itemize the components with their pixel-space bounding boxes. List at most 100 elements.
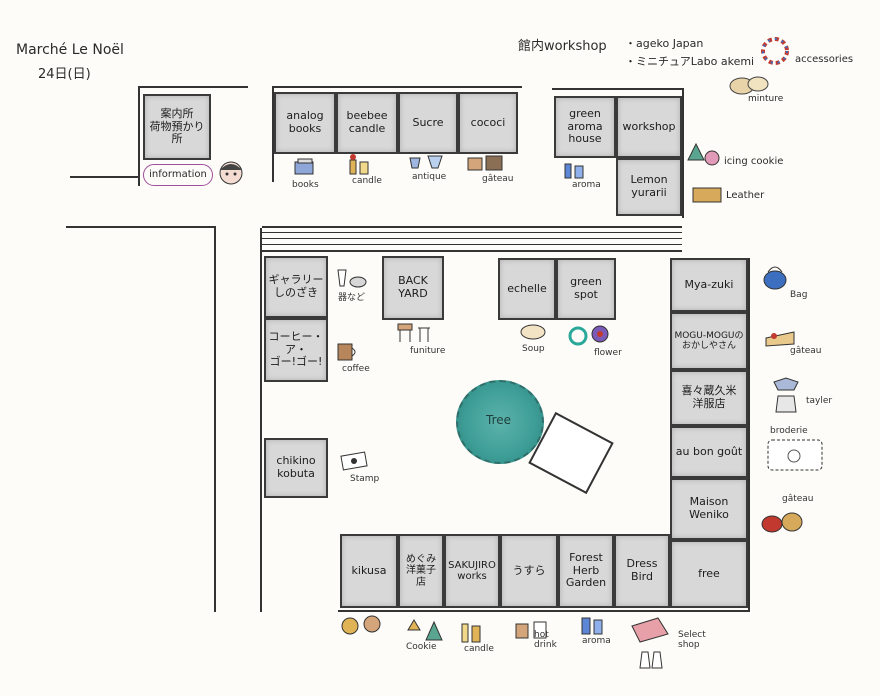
- booth-maison[interactable]: Maison Weniko: [670, 478, 748, 540]
- booth-kikusa[interactable]: kikusa: [340, 534, 398, 608]
- wall: [272, 86, 274, 182]
- icon-label: gâteau: [790, 346, 822, 356]
- map-title: Marché Le Noël: [16, 42, 124, 58]
- workshop-item-1: ・ageko Japan: [625, 37, 704, 50]
- icon-label: antique: [412, 172, 447, 182]
- booth-label: echelle: [507, 281, 547, 295]
- booth-gallery[interactable]: ギャラリー しのざき: [264, 256, 328, 318]
- booth-cococi[interactable]: cococi: [458, 92, 518, 154]
- icon-label: books: [292, 180, 319, 190]
- select-shop-icon: [631, 617, 669, 669]
- miniature-icon: [729, 76, 769, 95]
- booth-backyard[interactable]: BACK YARD: [382, 256, 444, 320]
- wall: [748, 258, 750, 610]
- booth-label: Forest Herb Garden: [565, 551, 607, 590]
- icon-label: flower: [594, 348, 622, 358]
- icon-label: funiture: [410, 346, 446, 356]
- booth-megumi[interactable]: めぐみ 洋菓子店: [398, 534, 444, 608]
- broderie-icon: [767, 439, 823, 471]
- booth-beebee[interactable]: beebee candle: [336, 92, 398, 154]
- candle-icon: [349, 154, 369, 175]
- booth-sucre[interactable]: Sucre: [398, 92, 458, 154]
- books-icon: [294, 158, 314, 175]
- workshop-title: 館内workshop: [518, 39, 607, 54]
- gateau-icon: [761, 512, 803, 533]
- soup-icon: [520, 324, 546, 340]
- booth-dressbird[interactable]: Dress Bird: [614, 534, 670, 608]
- info-desk-label: 案内所 荷物預かり所: [149, 107, 205, 146]
- icon-label: Soup: [522, 344, 545, 354]
- tableware-icon: [337, 269, 367, 288]
- map-date: 24日(日): [38, 67, 91, 82]
- booth-greenspot[interactable]: green spot: [556, 258, 616, 320]
- flower-icon: [568, 325, 609, 346]
- booth-label: Sucre: [412, 115, 444, 129]
- wall: [262, 238, 682, 239]
- booth-sakujiro[interactable]: SAKUJIRO works: [444, 534, 500, 608]
- booth-label: SAKUJIRO works: [448, 559, 496, 583]
- booth-echelle[interactable]: echelle: [498, 258, 556, 320]
- accessories-label: accessories: [795, 54, 854, 65]
- tree-label: Tree: [486, 413, 512, 427]
- booth-forest[interactable]: Forest Herb Garden: [558, 534, 614, 608]
- icon-label: candle: [352, 176, 382, 186]
- tree: [456, 380, 544, 464]
- booth-coffee[interactable]: コーヒー・ア・ ゴー!ゴー!: [264, 318, 328, 382]
- booth-label: au bon goût: [675, 444, 743, 458]
- booth-usura[interactable]: うすら: [500, 534, 558, 608]
- booth-label: analog books: [286, 109, 324, 135]
- icon-label: coffee: [342, 364, 370, 374]
- booth-label: Maison Weniko: [689, 495, 729, 521]
- wall: [262, 250, 682, 252]
- booth-label: cococi: [470, 115, 506, 129]
- booth-label: kikusa: [351, 563, 387, 577]
- leather-icon: [692, 187, 722, 203]
- wall: [338, 610, 750, 612]
- booth-label: うすら: [512, 563, 546, 577]
- booth-kikuzo[interactable]: 喜々蔵久米 洋服店: [670, 370, 748, 426]
- booth-label: chikino kobuta: [276, 454, 316, 480]
- workshop-item-2: ・ミニチュアLabo akemi: [625, 55, 755, 68]
- info-desk[interactable]: 案内所 荷物預かり所: [143, 94, 211, 160]
- booth-lemon[interactable]: Lemon yurarii: [616, 158, 682, 216]
- wall: [138, 86, 248, 88]
- booth-green-aroma[interactable]: green aroma house: [554, 96, 616, 158]
- gateau-icon: [467, 155, 503, 171]
- booth-label: めぐみ 洋菓子店: [405, 553, 437, 588]
- information-badge[interactable]: information: [143, 164, 213, 186]
- booth-label: Dress Bird: [626, 557, 658, 583]
- booth-label: green spot: [570, 275, 602, 301]
- tailor-icon: [773, 377, 799, 413]
- icon-label: Select shop: [678, 630, 706, 650]
- icon-label: Bag: [790, 290, 808, 300]
- icon-label: aroma: [572, 180, 601, 190]
- booth-label: beebee candle: [346, 109, 388, 135]
- booth-mogu[interactable]: MOGU-MOGUのおかしやさん: [670, 312, 748, 370]
- icon-label: Cookie: [406, 642, 437, 652]
- booth-workshop[interactable]: workshop: [616, 96, 682, 158]
- wall: [70, 176, 138, 178]
- booth-aubongout[interactable]: au bon goût: [670, 426, 748, 478]
- booth-label: Lemon yurarii: [630, 173, 668, 199]
- booth-chikino[interactable]: chikino kobuta: [264, 438, 328, 498]
- hot-drink-icon: [515, 621, 547, 639]
- wall: [214, 226, 216, 612]
- booth-myazuki[interactable]: Mya-zuki: [670, 258, 748, 312]
- booth-label: コーヒー・ア・ ゴー!ゴー!: [268, 330, 324, 369]
- booth-free[interactable]: free: [670, 540, 748, 608]
- icon-label: broderie: [770, 426, 808, 436]
- icing-cookie-label: icing cookie: [724, 156, 784, 167]
- wall: [262, 232, 682, 233]
- icing-cookie-icon: [687, 142, 720, 166]
- wall: [66, 226, 216, 228]
- booth-analog[interactable]: analog books: [274, 92, 336, 154]
- antique-icon: [409, 155, 443, 169]
- booth-label: free: [698, 566, 720, 580]
- aroma-icon: [581, 617, 603, 635]
- leather-label: Leather: [726, 190, 765, 201]
- wall: [552, 88, 684, 90]
- wall: [272, 86, 522, 88]
- booth-label: 喜々蔵久米 洋服店: [681, 384, 737, 410]
- miniature-label: minture: [748, 94, 784, 104]
